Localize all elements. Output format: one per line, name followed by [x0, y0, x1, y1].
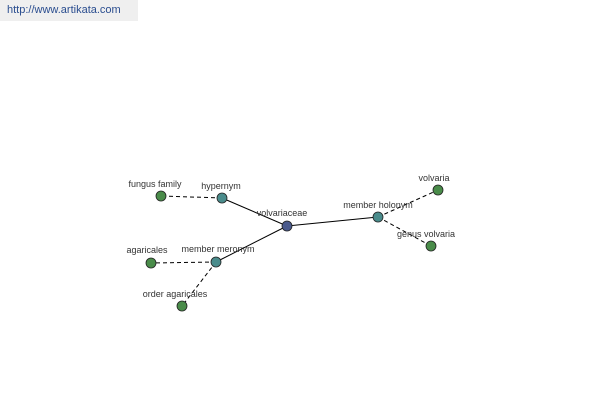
node-label-volvaria[interactable]: volvaria — [418, 173, 449, 183]
node-volvaria[interactable] — [432, 184, 444, 196]
node-label-volvariaceae[interactable]: volvariaceae — [257, 208, 308, 218]
node-hypernym[interactable] — [216, 192, 228, 204]
labels-layer: volvariaceae hypernym member meronym member… — [126, 173, 455, 299]
url-bar: http://www.artikata.com — [0, 0, 138, 21]
node-label-genus-volvaria[interactable]: genus volvaria — [397, 229, 455, 239]
node-label-order-agaricales[interactable]: order agaricales — [143, 289, 208, 299]
node-label-member-meronym[interactable]: member meronym — [181, 244, 254, 254]
edge-volvariaceae-member-meronym — [215, 225, 288, 263]
node-volvariaceae[interactable] — [281, 220, 293, 232]
edge-member-meronym-order-agaricales — [181, 261, 217, 307]
node-member-holonym[interactable] — [372, 211, 384, 223]
nodes-layer — [145, 184, 444, 312]
node-label-member-holonym[interactable]: member holonym — [343, 200, 413, 210]
edge-volvariaceae-member-holonym — [286, 216, 379, 227]
node-label-fungus-family[interactable]: fungus family — [128, 179, 182, 189]
node-label-agaricales[interactable]: agaricales — [126, 245, 168, 255]
edge-hypernym-fungus-family — [160, 195, 223, 199]
node-fungus-family[interactable] — [155, 190, 167, 202]
edge-volvariaceae-hypernym — [221, 197, 288, 227]
node-genus-volvaria[interactable] — [425, 240, 437, 252]
site-url-link[interactable]: http://www.artikata.com — [7, 4, 121, 16]
node-agaricales[interactable] — [145, 257, 157, 269]
node-label-hypernym[interactable]: hypernym — [201, 181, 241, 191]
edge-member-holonym-volvaria — [377, 189, 439, 218]
edge-member-meronym-agaricales — [150, 261, 217, 264]
node-member-meronym[interactable] — [210, 256, 222, 268]
edges-layer — [150, 189, 439, 307]
edge-member-holonym-genus-volvaria — [377, 216, 432, 247]
node-order-agaricales[interactable] — [176, 300, 188, 312]
